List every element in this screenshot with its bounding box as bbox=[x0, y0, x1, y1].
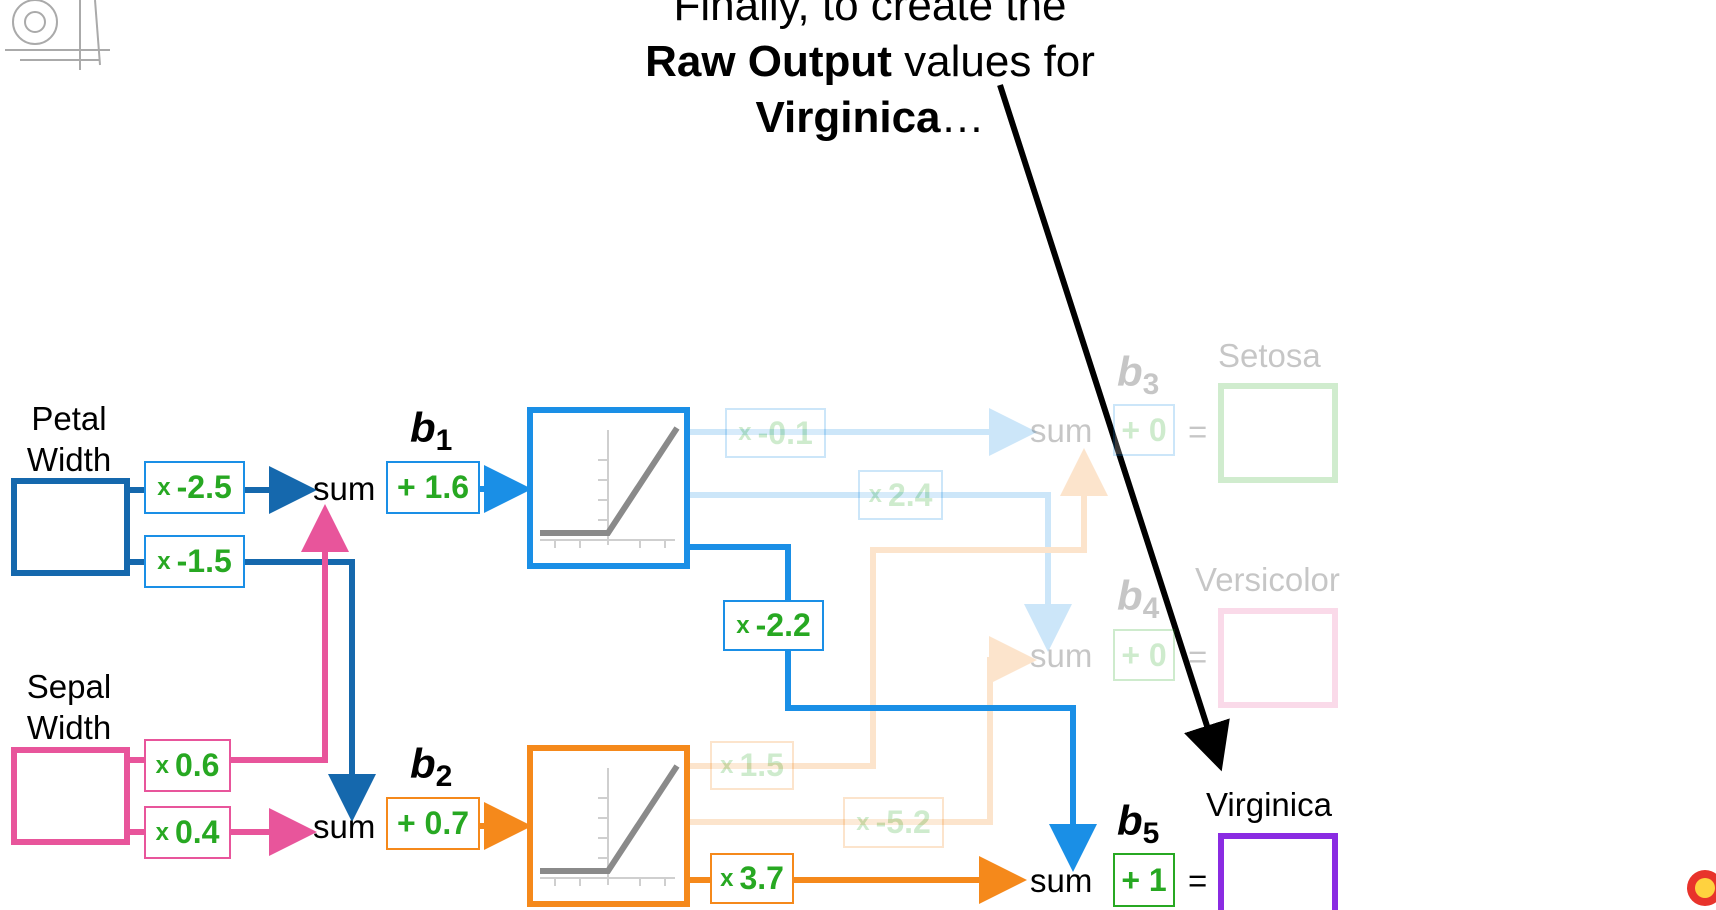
output-label-virginica: Virginica bbox=[1206, 786, 1332, 823]
sum-label-1: sum bbox=[313, 470, 376, 507]
caption-line2: values for bbox=[891, 37, 1095, 86]
bias-box-b1: + 1.6 bbox=[386, 461, 480, 514]
sum-label-2: sum bbox=[313, 808, 376, 845]
relu-blue bbox=[527, 407, 690, 569]
output-label-versicolor: Versicolor bbox=[1195, 561, 1340, 598]
bias-label-b3: b3 bbox=[1117, 348, 1160, 401]
logo-sketch-icon bbox=[5, 0, 110, 70]
setosa-box bbox=[1218, 383, 1338, 483]
sum-label-4: sum bbox=[1030, 637, 1093, 674]
weight-blue-virginica: x-2.2 bbox=[723, 600, 824, 651]
output-label-setosa: Setosa bbox=[1218, 337, 1321, 374]
bias-box-b2: + 0.7 bbox=[386, 797, 480, 850]
caption-virginica: Virginica bbox=[755, 93, 941, 142]
caption-line1: Finally, to create the bbox=[673, 0, 1067, 30]
caption: Finally, to create the Raw Output values… bbox=[590, 0, 1150, 146]
virginica-box bbox=[1218, 833, 1338, 910]
relu-orange bbox=[527, 745, 690, 907]
caption-ellipsis: … bbox=[940, 93, 985, 142]
bias-label-b1: b1 bbox=[410, 404, 453, 457]
weight-petal-top: x-2.5 bbox=[144, 461, 245, 514]
equals-sign-versicolor: = bbox=[1188, 638, 1208, 675]
petal-width-box bbox=[11, 478, 130, 576]
bias-label-b4: b4 bbox=[1117, 572, 1160, 625]
blue-to-sum5 bbox=[689, 544, 1097, 872]
weight-orange-versicolor: x-5.2 bbox=[843, 797, 944, 848]
equals-sign-virginica: = bbox=[1188, 862, 1208, 899]
bias-box-b4: + 0 bbox=[1113, 629, 1175, 681]
pointer-arrow bbox=[997, 84, 1230, 772]
faded-connections bbox=[689, 408, 1108, 825]
equals-sign-setosa: = bbox=[1188, 413, 1208, 450]
bias-label-b2: b2 bbox=[410, 740, 453, 793]
corner-logo-icon bbox=[1687, 870, 1716, 906]
bias-label-b5: b5 bbox=[1117, 797, 1160, 850]
sepal-width-box bbox=[11, 747, 130, 845]
weight-blue-setosa: x-0.1 bbox=[725, 408, 826, 458]
relu-graph-icon bbox=[540, 430, 675, 548]
sum-label-3: sum bbox=[1030, 412, 1093, 449]
relu-graph-icon bbox=[540, 768, 675, 886]
petal-width-label: Petal Width bbox=[26, 400, 112, 478]
bias-box-b5: + 1 bbox=[1113, 853, 1175, 907]
sum-label-5: sum bbox=[1030, 862, 1093, 899]
versicolor-box bbox=[1218, 608, 1338, 708]
sepal-width-label: Sepal Width bbox=[26, 668, 112, 746]
bias-box-b3: + 0 bbox=[1113, 404, 1175, 456]
caption-raw-output: Raw Output bbox=[645, 37, 892, 86]
weight-petal-bottom: x-1.5 bbox=[144, 535, 245, 588]
